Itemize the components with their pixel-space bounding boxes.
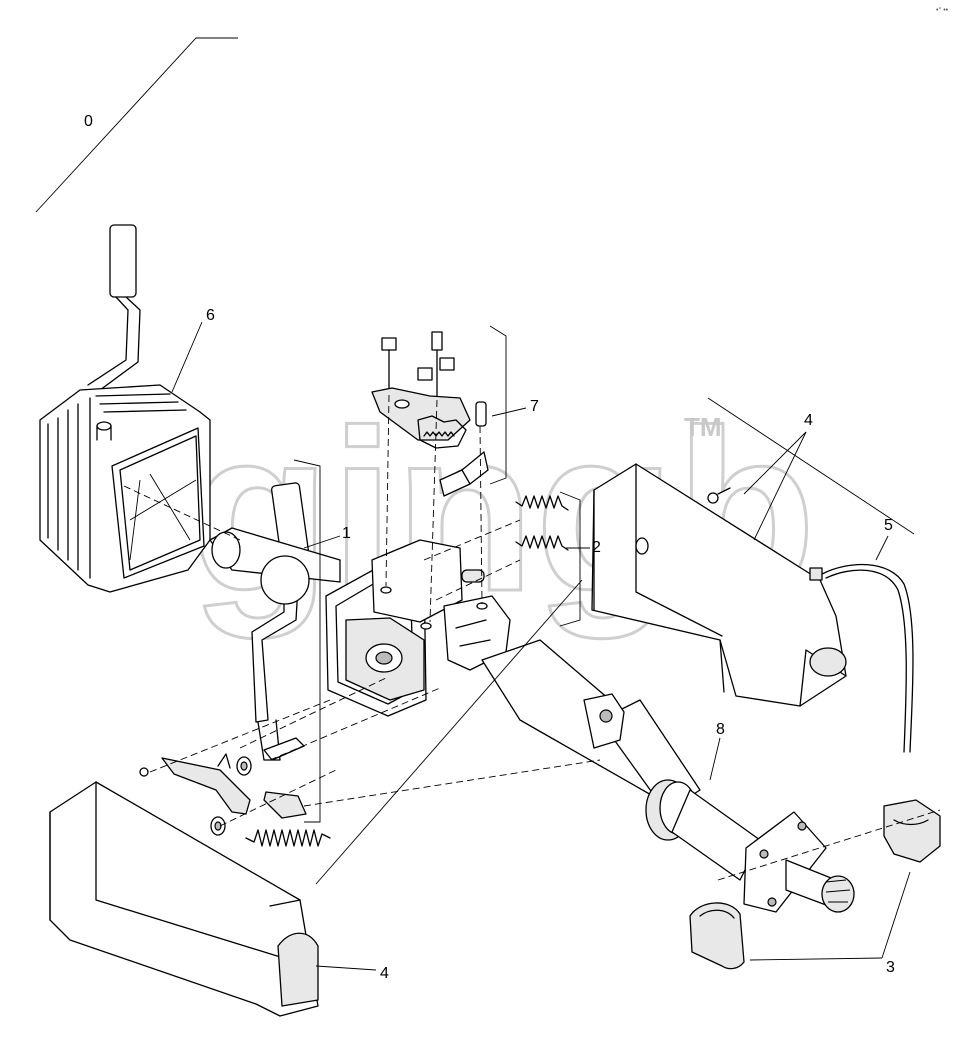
lower-cover-4 xyxy=(49,781,319,1017)
callout-4-bottom: 4 xyxy=(380,965,389,982)
lower-linkage xyxy=(139,737,331,847)
callout-6: 6 xyxy=(206,307,215,324)
upper-cover-4 xyxy=(591,463,847,707)
corner-mark: •° •• xyxy=(936,6,949,14)
callout-4-top: 4 xyxy=(804,412,813,429)
leader-0 xyxy=(35,37,238,213)
callout-5: 5 xyxy=(884,517,893,534)
column-tube xyxy=(481,639,855,913)
callout-7: 7 xyxy=(530,398,539,415)
callout-labels: 0 6 7 1 2 4 5 8 3 4 xyxy=(84,113,895,982)
lever-knob-phantom xyxy=(87,224,141,391)
watermark-trademark: TM xyxy=(684,412,722,442)
leader-lines xyxy=(171,321,915,971)
callout-0: 0 xyxy=(84,113,93,130)
steering-column-housing xyxy=(325,539,511,717)
bushings-3 xyxy=(689,799,941,970)
selector-plate-7 xyxy=(371,331,489,497)
callout-3: 3 xyxy=(886,959,895,976)
explosion-lines xyxy=(123,394,941,881)
cable-tie-5 xyxy=(809,563,914,753)
callout-2: 2 xyxy=(592,539,601,556)
springs-2 xyxy=(461,495,569,583)
rubber-boot-6 xyxy=(39,384,211,593)
callout-1: 1 xyxy=(342,525,351,542)
callout-8: 8 xyxy=(716,721,725,738)
pivot-shaft xyxy=(209,527,341,605)
